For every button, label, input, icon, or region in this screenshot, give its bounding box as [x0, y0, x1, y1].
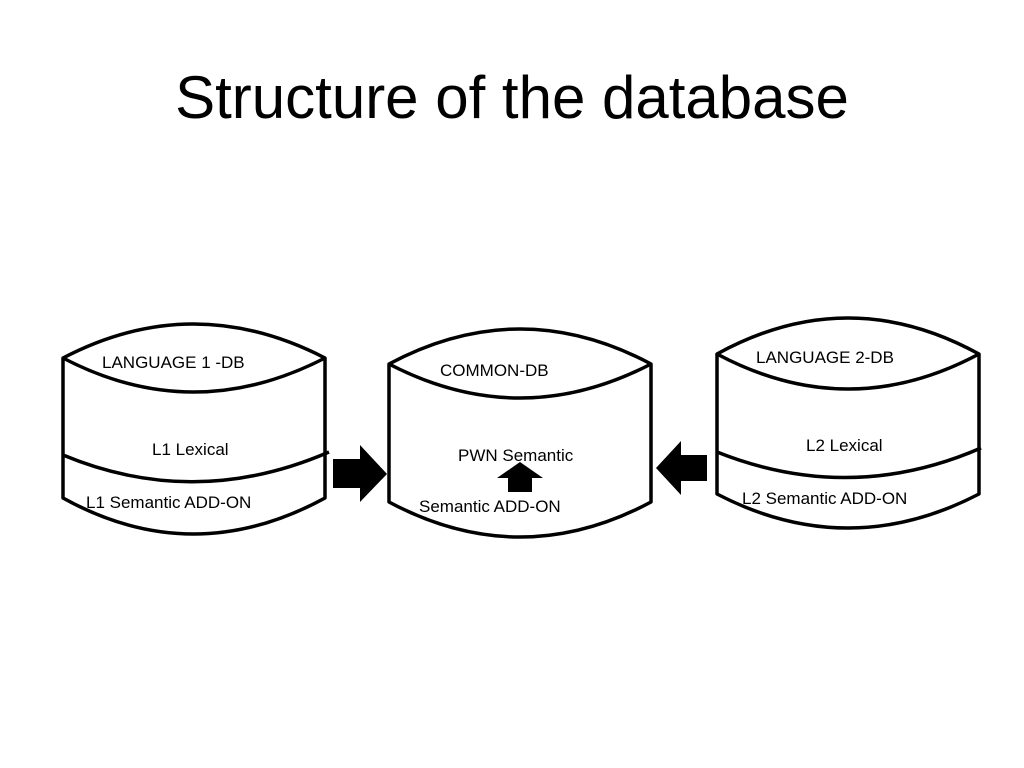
- pwn-semantic-label: PWN Semantic: [458, 446, 574, 465]
- language-2-db-top-curve: [716, 352, 980, 391]
- common-db-title: COMMON-DB: [440, 361, 549, 380]
- l1-lexical-label: L1 Lexical: [152, 440, 229, 459]
- right-arrow-icon: [333, 445, 387, 502]
- language-2-db-body: [715, 316, 981, 530]
- language-2-db-title: LANGUAGE 2-DB: [756, 348, 894, 367]
- left-arrow-icon: [656, 441, 707, 495]
- language-1-db-title: LANGUAGE 1 -DB: [102, 353, 245, 372]
- l2-semantic-addon-label: L2 Semantic ADD-ON: [742, 489, 907, 508]
- common-db-top-curve: [388, 362, 652, 400]
- semantic-addon-label: Semantic ADD-ON: [419, 497, 561, 516]
- language-2-db-divider: [716, 446, 982, 480]
- common-db: COMMON-DB PWN Semantic Semantic ADD-ON: [387, 327, 653, 539]
- language-1-db-divider: [62, 450, 330, 484]
- up-arrow-icon: [497, 462, 543, 492]
- common-db-body: [387, 327, 653, 539]
- slide-title: Structure of the database: [175, 64, 849, 131]
- l2-lexical-label: L2 Lexical: [806, 436, 883, 455]
- language-1-db: LANGUAGE 1 -DB L1 Lexical L1 Semantic AD…: [61, 322, 330, 536]
- l1-semantic-addon-label: L1 Semantic ADD-ON: [86, 493, 251, 512]
- language-1-db-top-curve: [62, 356, 326, 394]
- language-2-db: LANGUAGE 2-DB L2 Lexical L2 Semantic ADD…: [715, 316, 982, 530]
- language-1-db-body: [61, 322, 327, 536]
